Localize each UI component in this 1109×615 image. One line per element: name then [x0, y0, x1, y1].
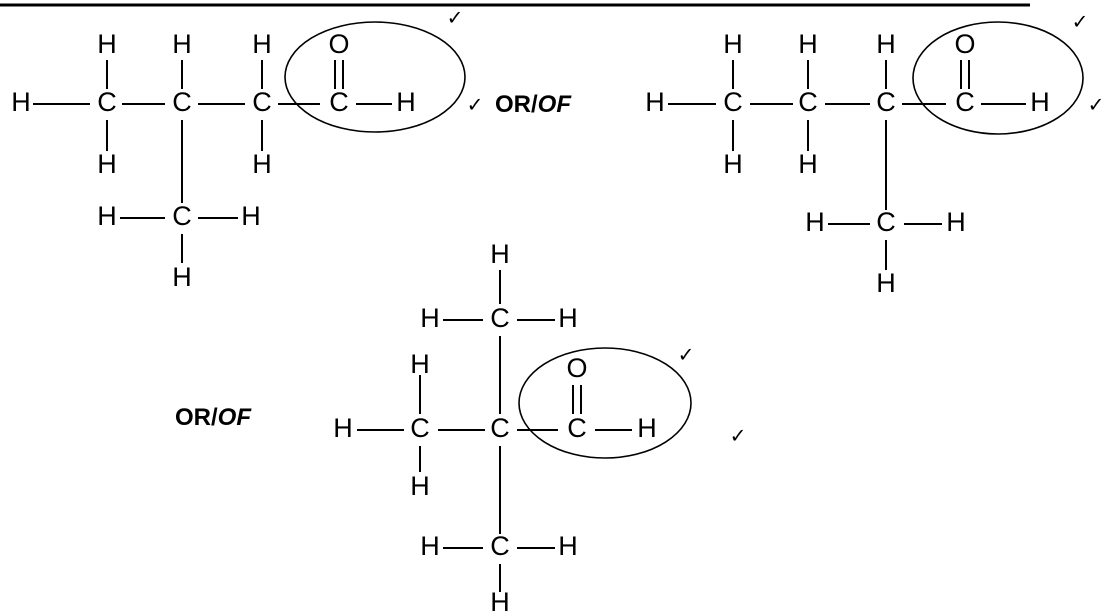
atom-label: H [645, 87, 665, 117]
or-separator: OR/OF [495, 91, 572, 118]
atom-label: H [410, 471, 430, 501]
atom-label: H [637, 413, 657, 443]
atom-label: H [241, 201, 261, 231]
atom-label: H [490, 239, 510, 269]
atom-label: O [328, 29, 349, 59]
or-bold: OR/ [175, 404, 218, 431]
or-bold: OR/ [495, 91, 538, 118]
atom-label: H [97, 149, 117, 179]
atom-label: H [798, 29, 818, 59]
atom-label: C [172, 87, 192, 117]
atom-label: C [876, 207, 896, 237]
atom-label: H [97, 29, 117, 59]
atom-label: H [252, 149, 272, 179]
atom-label: H [420, 531, 440, 561]
tick-mark: ✓ [447, 6, 464, 30]
atom-label: H [97, 201, 117, 231]
atom-label: H [798, 149, 818, 179]
atom-label: H [723, 29, 743, 59]
tick-mark: ✓ [1072, 10, 1089, 34]
atom-label: C [252, 87, 272, 117]
aldehyde-group-circle [284, 21, 466, 133]
atom-label: H [11, 87, 31, 117]
atom-label: H [946, 207, 966, 237]
atom-label: H [333, 413, 353, 443]
atom-label: C [490, 303, 510, 333]
atom-label: H [490, 587, 510, 615]
atom-label: C [798, 87, 818, 117]
atom-label: C [876, 87, 896, 117]
aldehyde-group-circle [912, 21, 1084, 135]
atom-label: H [876, 29, 896, 59]
tick-mark: ✓ [678, 343, 695, 367]
or-separator: OR/OF [175, 404, 252, 431]
structure-3: H C C C H H O H H H C H H C H H ✓ ✓ [333, 239, 746, 615]
structure-1: H C C C C H H H H O H H H C H H ✓ ✓ [11, 6, 483, 293]
atom-label: C [410, 413, 430, 443]
atom-label: C [97, 87, 117, 117]
atom-label: H [1030, 87, 1050, 117]
atom-label: H [558, 531, 578, 561]
tick-mark: ✓ [467, 93, 484, 117]
tick-mark: ✓ [730, 424, 747, 448]
atom-label: H [558, 303, 578, 333]
atom-label: H [723, 149, 743, 179]
atom-label: C [490, 413, 510, 443]
atom-label: H [410, 349, 430, 379]
of-italic: OF [218, 404, 253, 431]
aldehyde-group-circle [518, 347, 692, 459]
atom-label: O [566, 353, 587, 383]
atom-label: O [954, 29, 975, 59]
tick-mark: ✓ [1088, 93, 1105, 117]
atom-label: H [172, 262, 192, 292]
atom-label: C [172, 201, 192, 231]
atom-label: C [955, 87, 975, 117]
atom-label: C [329, 87, 349, 117]
atom-label: H [876, 268, 896, 298]
atom-label: H [396, 87, 416, 117]
atom-label: H [805, 207, 825, 237]
atom-label: C [490, 531, 510, 561]
atom-label: H [172, 29, 192, 59]
structure-2: H C C C C H H H H O H H H C H H ✓ ✓ [645, 10, 1104, 299]
atom-label: C [567, 413, 587, 443]
atom-label: H [252, 29, 272, 59]
atom-label: H [420, 303, 440, 333]
of-italic: OF [538, 91, 573, 118]
atom-label: C [723, 87, 743, 117]
